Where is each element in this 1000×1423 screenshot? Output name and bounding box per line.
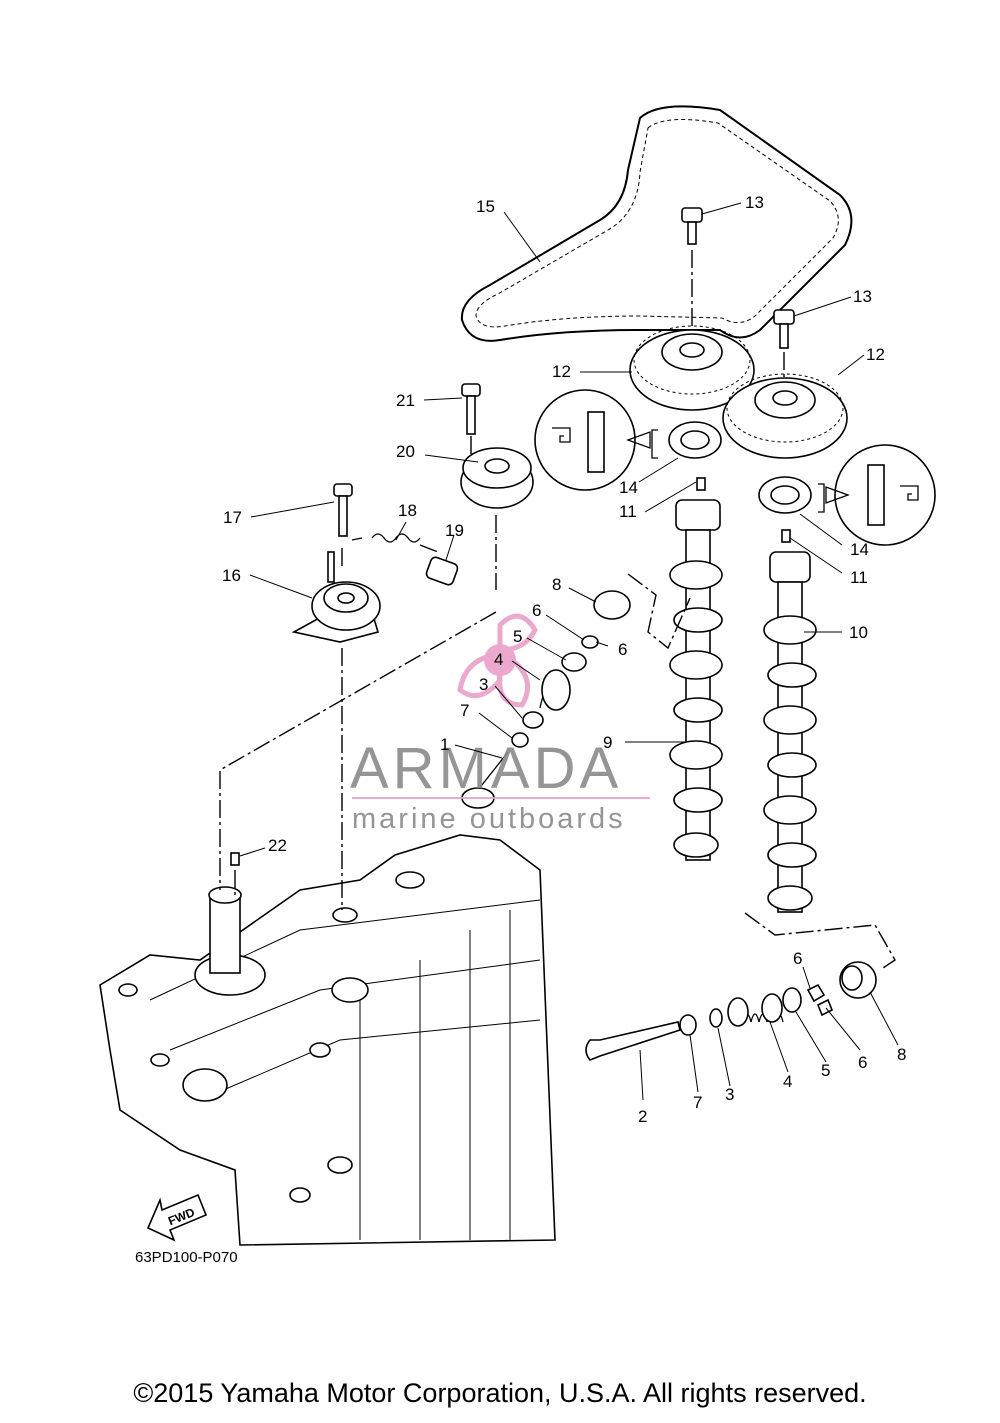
callout-3: 3 (479, 675, 488, 694)
cam-pulley-12-upper (629, 325, 755, 411)
callout-5: 5 (513, 627, 522, 646)
callout-labels: 15 13 13 12 12 21 20 14 14 11 11 17 18 1… (222, 193, 906, 1126)
callout-14: 14 (619, 478, 638, 497)
callout-7: 7 (693, 1093, 702, 1112)
callout-8: 8 (897, 1045, 906, 1064)
propeller-logo (457, 613, 538, 708)
detail-circle-left (534, 389, 658, 491)
camshaft-9 (669, 499, 723, 861)
cam-pulley-12-lower (722, 373, 848, 459)
detail-circle-right (818, 444, 936, 546)
callout-13: 13 (853, 287, 872, 306)
tensioner-16 (291, 551, 381, 643)
oil-seal-14-left (668, 421, 722, 459)
callout-11: 11 (850, 568, 868, 587)
bolt-13-lower (773, 309, 795, 400)
callout-6: 6 (858, 1053, 867, 1072)
dowel-pin-22 (230, 852, 240, 866)
leader-lines (239, 202, 899, 1101)
callout-15: 15 (476, 197, 495, 216)
callout-21: 21 (396, 391, 415, 410)
fwd-arrow: FWD (146, 1193, 208, 1242)
callout-5: 5 (821, 1061, 830, 1080)
callout-9: 9 (603, 733, 612, 752)
crank-pulley-20 (460, 447, 534, 509)
callout-8: 8 (552, 575, 561, 594)
callout-2: 2 (638, 1107, 647, 1126)
callout-14: 14 (850, 540, 869, 559)
copyright-notice: ©2015 Yamaha Motor Corporation, U.S.A. A… (133, 1378, 867, 1408)
callout-4: 4 (494, 650, 503, 669)
callout-6: 6 (793, 949, 802, 968)
valve-group-lower (585, 961, 877, 1061)
brand-name: ARMADA (350, 736, 622, 801)
callout-3: 3 (725, 1085, 734, 1104)
callout-11: 11 (619, 502, 637, 521)
bolt-21 (461, 383, 481, 435)
callout-19: 19 (445, 521, 464, 540)
armada-watermark: ARMADA marine outboards (350, 613, 650, 835)
callout-10: 10 (849, 623, 868, 642)
assembly-lines (219, 436, 896, 971)
callout-4: 4 (783, 1072, 792, 1091)
callout-17: 17 (223, 508, 242, 527)
bolt-17 (333, 483, 353, 537)
oil-seal-14-right (758, 476, 812, 514)
callout-20: 20 (396, 442, 415, 461)
dowel-pin-11-left (696, 477, 706, 491)
callout-6: 6 (532, 601, 541, 620)
callout-18: 18 (398, 501, 417, 520)
brand-tagline: marine outboards (352, 803, 626, 835)
camshaft-10 (763, 551, 817, 913)
dowel-pin-11-right (781, 529, 791, 543)
callout-7: 7 (460, 701, 469, 720)
cylinder-head (99, 834, 556, 1246)
callout-1: 1 (440, 735, 449, 754)
callout-6: 6 (618, 640, 627, 659)
callout-12: 12 (552, 362, 571, 381)
callout-22: 22 (268, 836, 287, 855)
sleeve-19 (425, 556, 459, 586)
drawing-code: 63PD100-P070 (135, 1249, 238, 1266)
callout-16: 16 (222, 566, 241, 585)
timing-belt (460, 105, 853, 342)
bolt-13-upper (681, 207, 703, 345)
spring-18 (371, 533, 421, 543)
callout-12: 12 (866, 345, 885, 364)
callout-13: 13 (745, 193, 764, 212)
